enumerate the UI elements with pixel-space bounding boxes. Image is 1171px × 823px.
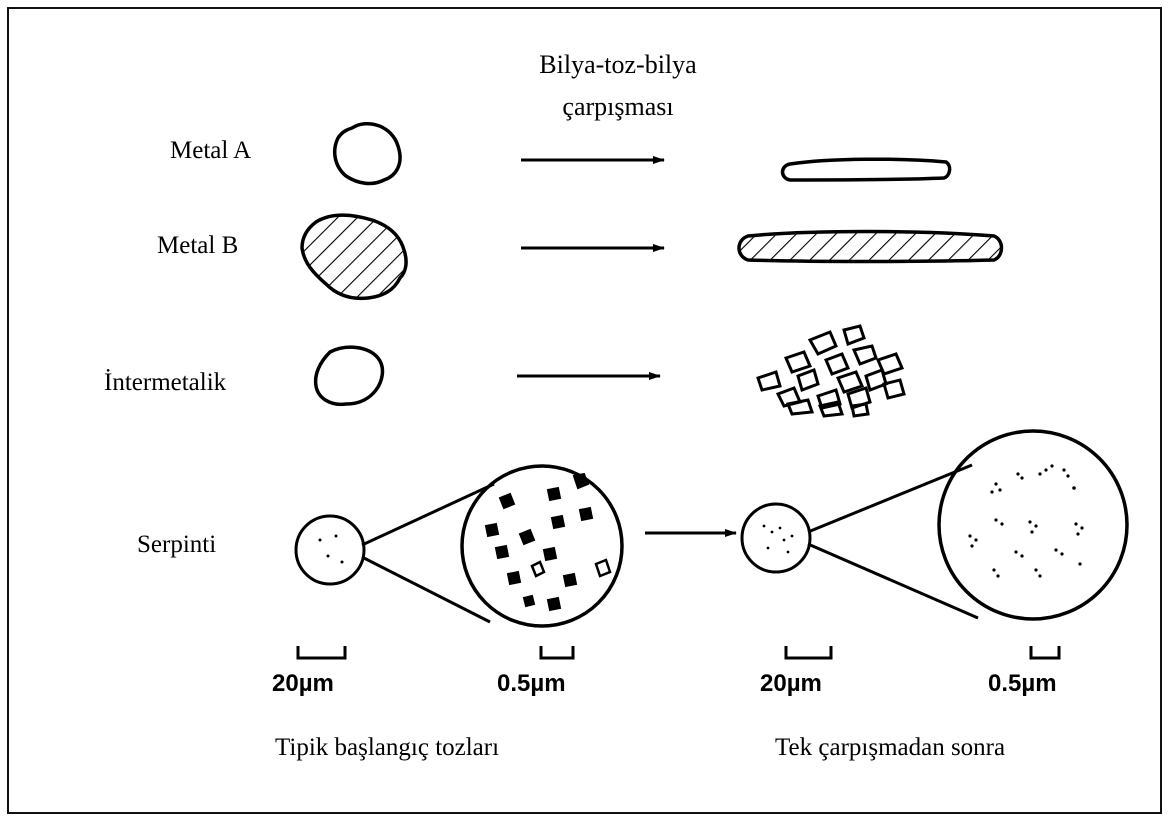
magnify-line-right-top [808, 465, 972, 532]
serpinti-after-small-dots [763, 525, 794, 554]
intermetalik-fragments [758, 326, 904, 416]
metal-b-particle [302, 215, 406, 298]
intermetalik-particle [316, 347, 383, 404]
magnify-line-left-bottom [362, 557, 490, 622]
metal-b-flake [739, 232, 1002, 262]
serpinti-after-small-circle [742, 504, 810, 572]
serpinti-initial-large-particles [486, 474, 592, 610]
serpinti-initial-small-dots [319, 535, 344, 564]
scale-bar-20um-left [298, 646, 345, 658]
serpinti-after-large-dots [968, 464, 1083, 577]
scale-bar-05um-left [541, 646, 573, 658]
scale-bar-05um-right [1031, 646, 1059, 658]
magnify-line-left-top [362, 484, 494, 545]
metal-a-particle [335, 124, 400, 184]
serpinti-initial-large-circle [462, 466, 622, 626]
serpinti-initial-small-circle [296, 516, 364, 584]
serpinti-after-large-circle [939, 431, 1127, 619]
metal-a-flake [783, 159, 950, 180]
scale-bar-20um-right [786, 646, 831, 658]
magnify-line-right-bottom [808, 544, 978, 618]
